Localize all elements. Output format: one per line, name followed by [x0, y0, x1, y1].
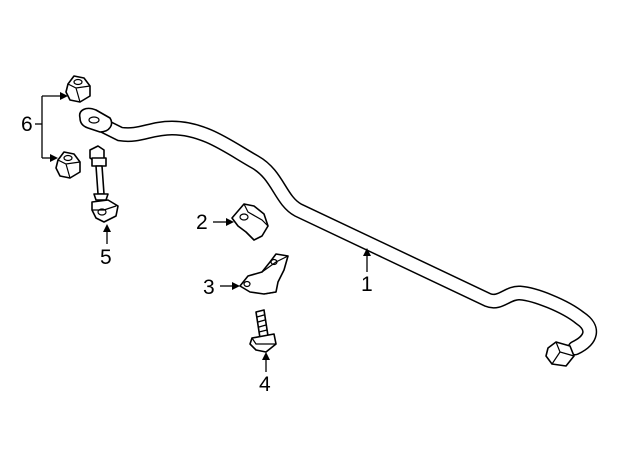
- stabilizer-link: [89, 145, 119, 223]
- bushing: [231, 203, 269, 241]
- bracket: [239, 253, 289, 295]
- leader-2: [213, 218, 234, 226]
- leader-6: [35, 92, 68, 162]
- nut-upper: [65, 75, 91, 103]
- bolt: [249, 309, 277, 353]
- callout-5: 5: [100, 246, 112, 269]
- callout-3: 3: [203, 276, 215, 299]
- stabilizer-bar: [78, 107, 597, 367]
- leader-3: [220, 282, 240, 290]
- callout-1: 1: [361, 273, 373, 296]
- callout-6: 6: [21, 113, 33, 136]
- nut-lower: [55, 151, 81, 179]
- leader-4: [262, 352, 270, 372]
- callout-4: 4: [259, 373, 271, 396]
- leader-5: [103, 224, 111, 244]
- leader-1: [363, 248, 371, 272]
- callout-2: 2: [196, 211, 208, 234]
